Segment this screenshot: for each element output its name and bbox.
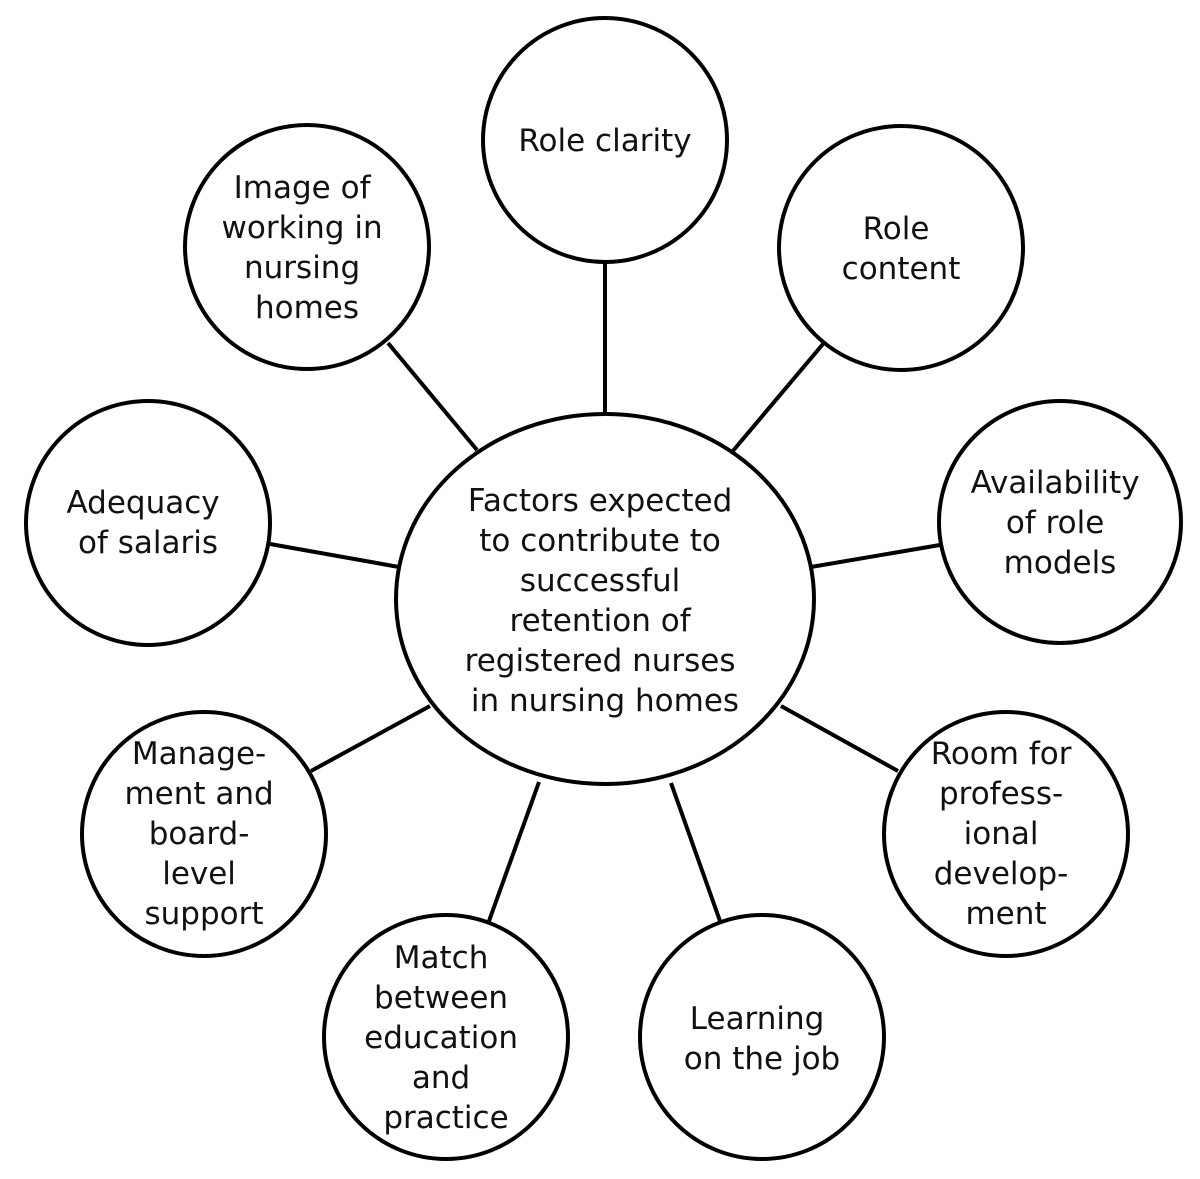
node-role-content: Role content (777, 124, 1025, 372)
node-line: level (162, 856, 236, 892)
node-line: Learning (690, 1001, 825, 1037)
center-line: retention of (510, 603, 692, 639)
node-line: on the job (684, 1041, 840, 1077)
node-label: Match between education and practice (364, 940, 528, 1136)
connector-match-between-education-and-practice (487, 781, 541, 922)
node-line: Match (394, 940, 489, 976)
node-line: profess- (939, 776, 1063, 812)
node-line: models (1004, 545, 1117, 581)
node-circle (183, 123, 431, 371)
connector-image-of-working-in-nursing-homes (386, 341, 479, 452)
connector-availability-of-role-models (810, 543, 941, 569)
node-circle (638, 913, 886, 1161)
node-role-clarity: Role clarity (481, 16, 729, 264)
center-node: Factors expected to contribute to succes… (394, 412, 816, 786)
node-label: Availability of role models (971, 465, 1150, 581)
node-circle (322, 913, 570, 1161)
node-circle (80, 710, 328, 958)
center-line: registered nurses (465, 643, 736, 679)
node-line: of role (1006, 505, 1104, 541)
node-line: support (144, 896, 263, 932)
node-line: education (364, 1020, 518, 1056)
node-line: ment and (124, 776, 273, 812)
connector-management-and-board-level-support (310, 704, 431, 773)
node-label: Adequacy of salaris (67, 485, 230, 561)
node-line: Role clarity (518, 123, 691, 159)
node-circle (24, 399, 272, 647)
node-line: Role (863, 211, 930, 247)
node-line: between (374, 980, 508, 1016)
node-label: Learning on the job (684, 1001, 840, 1077)
node-line: Adequacy (67, 485, 220, 521)
node-circle (481, 16, 729, 264)
node-label: Role content (842, 211, 961, 287)
node-line: of salaris (78, 525, 218, 561)
node-availability-of-role-models: Availability of role models (937, 399, 1183, 645)
node-line: develop- (934, 856, 1069, 892)
node-circle (777, 124, 1025, 372)
node-label: Manage- ment and board- level support (124, 736, 283, 932)
node-line: and (412, 1060, 470, 1096)
node-line: ional (964, 816, 1039, 852)
node-line: ment (965, 896, 1046, 932)
node-label: Role clarity (518, 123, 691, 159)
node-line: Availability (971, 465, 1140, 501)
node-adequacy-of-salaris: Adequacy of salaris (24, 399, 272, 647)
node-label: Room for profess- ional develop- ment (931, 736, 1082, 932)
node-line: homes (255, 290, 359, 326)
node-circle (882, 710, 1130, 958)
center-line: successful (520, 563, 680, 599)
node-management-and-board-level-support: Manage- ment and board- level support (80, 710, 328, 958)
node-circle (937, 399, 1183, 645)
node-line: board- (149, 816, 250, 852)
connector-role-content (730, 342, 825, 454)
center-node-label: Factors expected to contribute to succes… (465, 483, 746, 719)
node-line: Image of (234, 170, 372, 206)
node-room-for-professional-development: Room for profess- ional develop- ment (882, 710, 1130, 958)
center-line: Factors expected (468, 483, 732, 519)
node-line: Manage- (132, 736, 266, 772)
connector-learning-on-the-job (669, 782, 722, 922)
connector-room-for-professional-development (780, 704, 899, 773)
center-node-circle (394, 412, 816, 786)
node-line: practice (383, 1100, 508, 1136)
node-match-between-education-and-practice: Match between education and practice (322, 913, 570, 1161)
center-line: in nursing homes (471, 683, 739, 719)
node-line: content (842, 251, 961, 287)
node-learning-on-the-job: Learning on the job (638, 913, 886, 1161)
node-image-of-working-in-nursing-homes: Image of working in nursing homes (183, 123, 431, 371)
connector-adequacy-of-salaris (269, 542, 400, 569)
node-label: Image of working in nursing homes (222, 170, 393, 326)
node-line: Room for (931, 736, 1072, 772)
node-line: nursing (244, 250, 360, 286)
node-line: working in (222, 210, 383, 246)
center-line: to contribute to (479, 523, 721, 559)
connectors (269, 262, 941, 922)
